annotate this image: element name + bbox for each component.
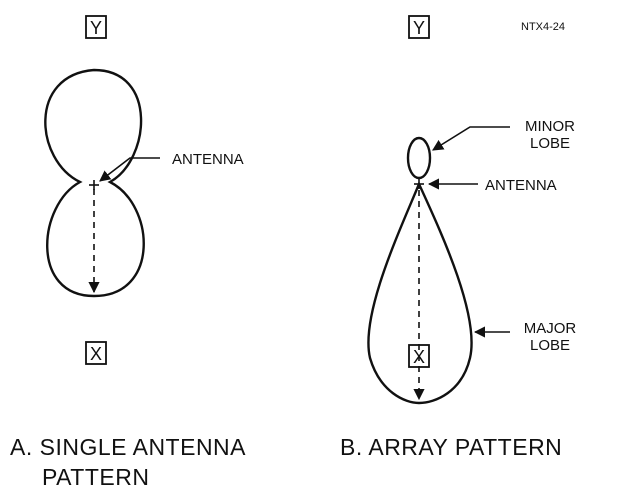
panel-b: Y X MINOR LOBE ANTENNA MAJOR LOBE B. ARR… bbox=[340, 15, 577, 460]
panel-b-minor-lobe-label-line1: MINOR bbox=[525, 118, 575, 135]
panel-a-y-label: Y bbox=[90, 18, 102, 38]
panel-a-x-label: X bbox=[90, 344, 102, 364]
panel-b-minor-lobe-label-line2: LOBE bbox=[530, 135, 570, 152]
panel-a-y-box bbox=[85, 15, 107, 39]
panel-b-major-lobe-label-line1: MAJOR bbox=[524, 320, 577, 337]
panel-a-caption-line1: A. SINGLE ANTENNA bbox=[10, 434, 246, 460]
panel-a-antenna-point bbox=[89, 180, 99, 190]
panel-b-major-lobe-label-line2: LOBE bbox=[530, 337, 570, 354]
panel-b-x-label: X bbox=[413, 347, 425, 367]
panel-b-y-box bbox=[408, 15, 430, 39]
panel-a-antenna-leader bbox=[99, 157, 160, 182]
panel-a-x-box bbox=[85, 341, 107, 365]
panel-a-caption-line2: PATTERN bbox=[42, 464, 149, 490]
panel-b-antenna-point bbox=[414, 179, 424, 189]
panel-a: Y ANTENNA X A. SINGLE ANTENNA PATTERN bbox=[10, 15, 246, 490]
panel-a-antenna-label: ANTENNA bbox=[172, 151, 244, 168]
figure-id: NTX4-24 bbox=[521, 21, 565, 33]
panel-b-minor-lobe-leader bbox=[432, 126, 510, 151]
panel-b-minor-lobe bbox=[406, 136, 432, 180]
panel-b-caption: B. ARRAY PATTERN bbox=[340, 434, 562, 460]
panel-a-radiation-pattern bbox=[44, 68, 145, 298]
panel-b-antenna-label: ANTENNA bbox=[485, 177, 557, 194]
panel-b-major-lobe bbox=[367, 180, 473, 405]
panel-b-y-label: Y bbox=[413, 18, 425, 38]
panel-b-x-box bbox=[408, 344, 430, 368]
